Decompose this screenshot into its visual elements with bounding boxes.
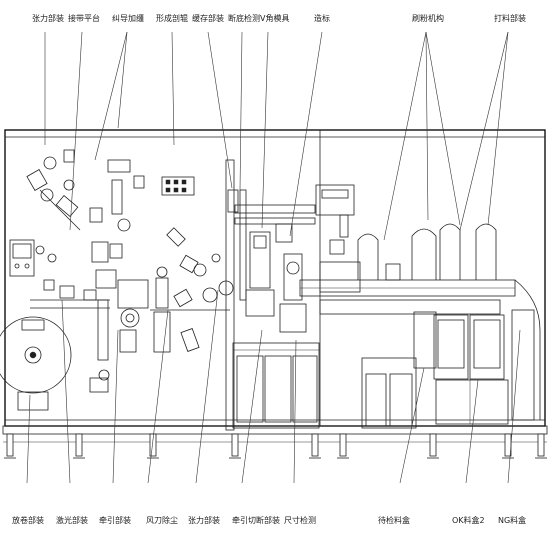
mark-unit: [315, 184, 361, 293]
label-v-mold: V角模具: [260, 14, 290, 23]
label-buffer: 缓存部装: [192, 14, 224, 23]
label-mark: 造标: [314, 14, 330, 23]
label-marking-unit: 打料部装: [494, 14, 526, 23]
label-defect-detect: 断底检测: [228, 14, 260, 23]
v-mold-assembly: [245, 223, 307, 333]
lower-cabinet-left: [232, 342, 320, 429]
label-ok-box-2: OK料盒2: [452, 516, 485, 525]
label-tension-top: 张力部装: [32, 14, 64, 23]
label-size-check: 尺寸检测: [284, 516, 316, 525]
middle-mechanisms: [150, 227, 230, 353]
label-forming-roll: 形成剖辊: [156, 14, 188, 23]
bottom-leader-lines: [26, 289, 521, 484]
label-laser: 激光部装: [56, 516, 88, 525]
machine-frame: [2, 129, 548, 459]
forming-panel: [161, 176, 195, 196]
label-traction-cut: 牵引切断部装: [232, 516, 280, 525]
label-unwind: 放卷部装: [12, 516, 44, 525]
unwind-roll: [0, 316, 72, 411]
label-splice-table: 接带平台: [68, 14, 100, 23]
label-dust-removal: 风刀除尘: [146, 516, 178, 525]
label-tension-bottom: 张力部装: [188, 516, 220, 525]
machine-feet: [4, 433, 547, 459]
brush-mechanism: [357, 223, 497, 369]
traction-laser-area: [89, 159, 149, 393]
lower-cabinet-right: [361, 309, 535, 429]
left-mechanisms: [26, 149, 110, 309]
label-traction-1: 牵引部装: [99, 516, 131, 525]
label-guide-roller: 纠导加缰: [112, 14, 144, 23]
conveyor: [299, 279, 541, 420]
label-brush: 刷粉机构: [412, 14, 444, 23]
control-box: [9, 239, 35, 277]
buffer-column: [218, 159, 316, 431]
top-leader-lines: [44, 31, 509, 241]
label-pending-box: 待检料盒: [378, 516, 410, 525]
label-ng-box: NG料盒: [498, 516, 527, 525]
